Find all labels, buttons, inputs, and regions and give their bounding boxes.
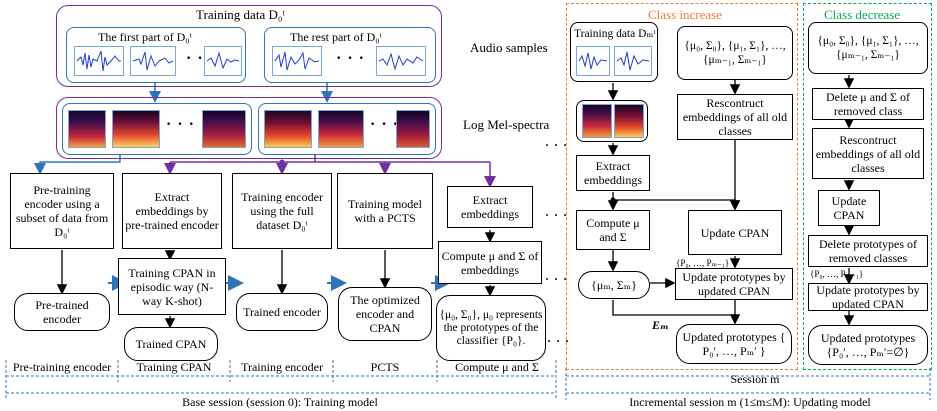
increase-reconstruct-box: Rescontruct embeddings of all old classe… [677, 94, 793, 140]
increase-updated-output: Updated prototypes { P₀′, …, Pₘ′ } [676, 324, 792, 364]
increase-wave-2 [614, 46, 652, 76]
class-increase-title: Class increase [648, 7, 723, 22]
ellipsis-3: · · · [166, 116, 196, 133]
extract-embeddings-box: Extract embeddings [447, 186, 533, 228]
decrease-update-cpan-box: Update CPAN [818, 190, 880, 226]
class-decrease-title: Class decrease [824, 7, 901, 22]
decrease-delete-mu-box: Delete μ and Σ of removed class [812, 88, 924, 120]
left-spectra-box [62, 103, 252, 155]
rest-part-label: The rest part of D₀ᵗ [290, 30, 382, 44]
session-m-label: Session m [730, 372, 780, 386]
pretraining-encoder-box: Pre-training encoder using a subset of d… [10, 173, 114, 249]
first-part-label: The first part of D₀ᵗ [98, 30, 192, 44]
audio-wave-3 [204, 46, 242, 76]
trained-cpan-output: Trained CPAN [124, 327, 218, 361]
waveform-icon [206, 51, 240, 70]
spectrogram-3 [202, 110, 246, 148]
decrease-update-proto-box: Update prototypes by updated CPAN [808, 283, 928, 311]
increase-update-proto-box: Update prototypes by updated CPAN [675, 268, 793, 300]
audio-wave-5 [376, 46, 426, 76]
waveform-icon [76, 50, 121, 72]
waveform-icon [616, 51, 650, 71]
training-data-label: Training data D₀ᵗ [196, 7, 285, 22]
decrease-reconstruct-box: Rescontruct embeddings of all old classe… [812, 128, 924, 179]
increase-spectrogram-1 [582, 104, 612, 138]
phase-training-encoder: Training encoder [241, 360, 323, 374]
increase-mu-sigma-output: {μₘ, Σₘ} [578, 271, 650, 299]
increase-wave-1 [576, 46, 610, 76]
trained-encoder-output: Trained encoder [236, 293, 328, 331]
increase-spectra-box [576, 100, 648, 142]
training-model-pcts-box: Training model with a PCTS [337, 173, 433, 249]
increase-update-cpan-box: Update CPAN [688, 210, 782, 255]
pretrained-encoder-output: Pre-trained encoder [14, 293, 110, 331]
increase-extract-box: Extract embeddings [576, 155, 650, 191]
waveform-icon [274, 51, 320, 71]
ellipsis-4: · · · [370, 116, 400, 133]
spectrogram-6 [396, 110, 430, 148]
decrease-p-label: {P₀, …, Pₘ₋₁} [810, 269, 864, 279]
rest-part-box [264, 27, 436, 83]
training-encoder-full-box: Training encoder using the full dataset … [232, 173, 332, 249]
class-decrease-panel [803, 3, 932, 370]
audio-wave-4 [272, 46, 322, 76]
mel-spectra-group [56, 97, 442, 159]
prototypes-classifier-output: {μ₀, Σ₀}, μ₀ represents the prototypes o… [436, 295, 546, 361]
base-session-label: Base session (session 0): Training model [182, 395, 378, 409]
decrease-delete-proto-box: Delete prototypes of removed classes [808, 235, 928, 267]
audio-wave-1 [74, 46, 124, 76]
spectrogram-4 [264, 110, 312, 148]
decrease-param-box: {μ₀, Σ₀}, {μ₁, Σ₁}, …, {μₘ₋₁, Σₘ₋₁} [808, 22, 928, 74]
increase-compute-box: Compute μ and Σ [576, 210, 650, 250]
ellipsis-base-3: · · · [545, 272, 569, 286]
phase-compute: Compute μ and Σ [455, 360, 539, 374]
log-mel-label: Log Mel-spectra [463, 117, 550, 132]
increase-training-data-label: Training data Dₘᵗ [574, 28, 656, 40]
spectrogram-2 [112, 110, 160, 148]
first-part-box [66, 27, 246, 83]
training-cpan-box: Training CPAN in episodic way (N-way K-s… [118, 258, 226, 315]
ellipsis-base-2: · · · [545, 208, 569, 222]
increase-p-label: {P₀, …, Pₘ₋₁} [676, 258, 730, 268]
right-spectra-box [258, 103, 436, 155]
class-increase-panel [566, 3, 798, 370]
phase-training-cpan: Training CPAN [136, 360, 212, 374]
ellipsis-2: · · · [336, 50, 366, 67]
waveform-icon [378, 52, 424, 71]
phase-pretraining: Pre-training encoder [12, 360, 112, 374]
increase-training-data-box [570, 22, 658, 82]
ellipsis-base-4: · · · [547, 334, 571, 348]
compute-mu-sigma-box: Compute μ and Σ of embeddings [438, 241, 542, 284]
spectrogram-5 [318, 110, 364, 148]
ellipsis-base-1: · · · [545, 138, 569, 152]
increase-em-label: Eₘ [652, 318, 669, 332]
extract-embeddings-pretrained-box: Extract embeddings by pre-trained encode… [122, 173, 222, 249]
waveform-icon [132, 51, 174, 71]
audio-samples-label: Audio samples [470, 40, 548, 55]
audio-wave-2 [130, 46, 176, 76]
incremental-session-label: Incremental session m (1≤m≤M): Updating … [629, 395, 871, 409]
decrease-updated-output: Updated prototypes {P₀′, …, Pₘ′=∅} [808, 325, 928, 365]
training-data-group [56, 5, 442, 87]
waveform-icon [578, 52, 608, 70]
spectrogram-1 [68, 110, 106, 148]
increase-spectrogram-2 [614, 104, 644, 138]
optimized-encoder-cpan-output: The optimized encoder and CPAN [338, 287, 432, 341]
phase-pcts: PCTS [370, 360, 400, 374]
increase-param-box: {μ₀, Σ₀}, {μ₁, Σ₁}, …, {μₘ₋₁, Σₘ₋₁} [677, 26, 793, 80]
